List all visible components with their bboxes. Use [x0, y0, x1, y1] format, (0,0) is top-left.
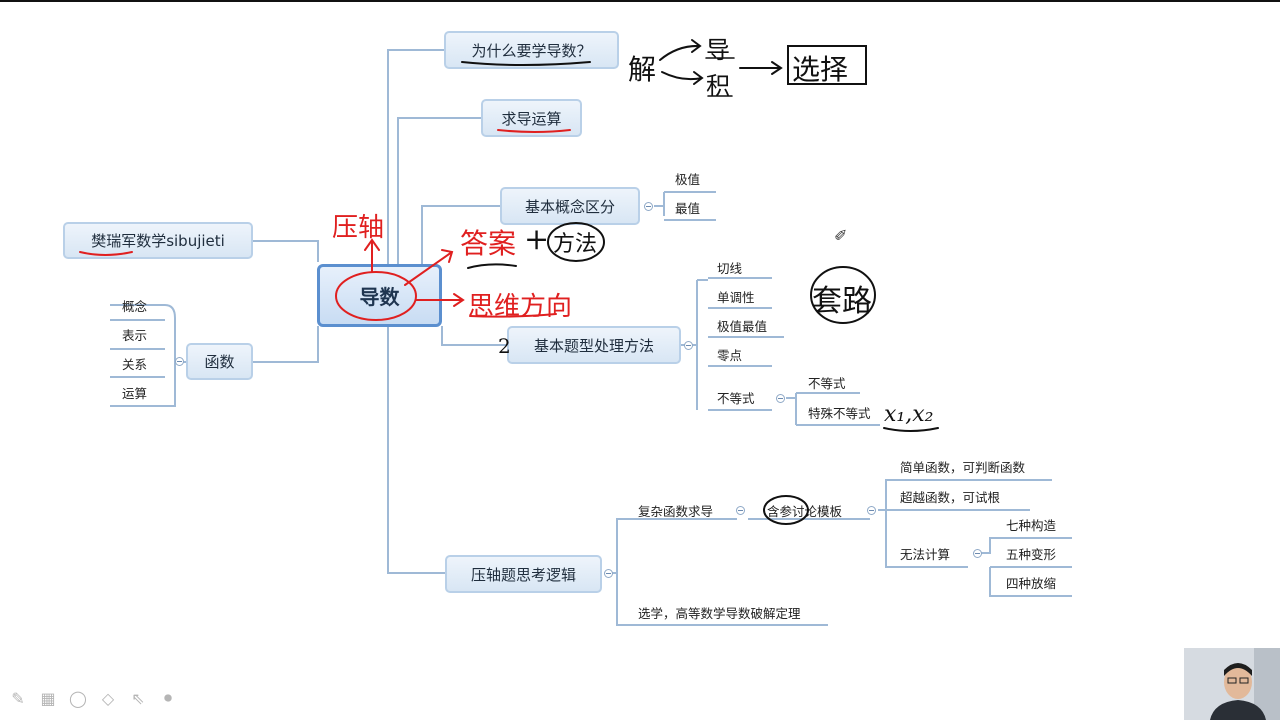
- annotation-daan: 答案: [460, 222, 516, 262]
- camera-icon[interactable]: ⏺: [158, 688, 178, 708]
- annotation-taolu: 套路: [812, 276, 872, 320]
- drawing-toolbar: ✎ ▦ ◯ ◇ ⇖ ⏺: [8, 688, 178, 708]
- annotation-dao: 导: [706, 30, 730, 65]
- pen-cursor-icon: ✐: [834, 226, 847, 245]
- annotation-ji: 积: [706, 66, 730, 101]
- pen-icon[interactable]: ✎: [8, 688, 28, 708]
- eraser-icon[interactable]: ◇: [98, 688, 118, 708]
- annotation-yazhou: 压轴: [332, 207, 384, 244]
- grid-icon[interactable]: ▦: [38, 688, 58, 708]
- annotation-plus: +: [524, 222, 549, 257]
- pointer-icon[interactable]: ⇖: [128, 688, 148, 708]
- annotation-two: 2: [498, 334, 511, 358]
- presenter-video-image: [1184, 648, 1280, 720]
- annotation-fangfa: 方法: [553, 226, 597, 258]
- annotation-siwei: 思维方向: [468, 286, 572, 323]
- annotation-x1x2: x₁,x₂: [884, 402, 933, 427]
- annotation-jie: 解: [628, 48, 656, 88]
- annotation-xuanze: 选择: [792, 48, 848, 88]
- lasso-icon[interactable]: ◯: [68, 688, 88, 708]
- webcam-overlay: [1184, 648, 1280, 720]
